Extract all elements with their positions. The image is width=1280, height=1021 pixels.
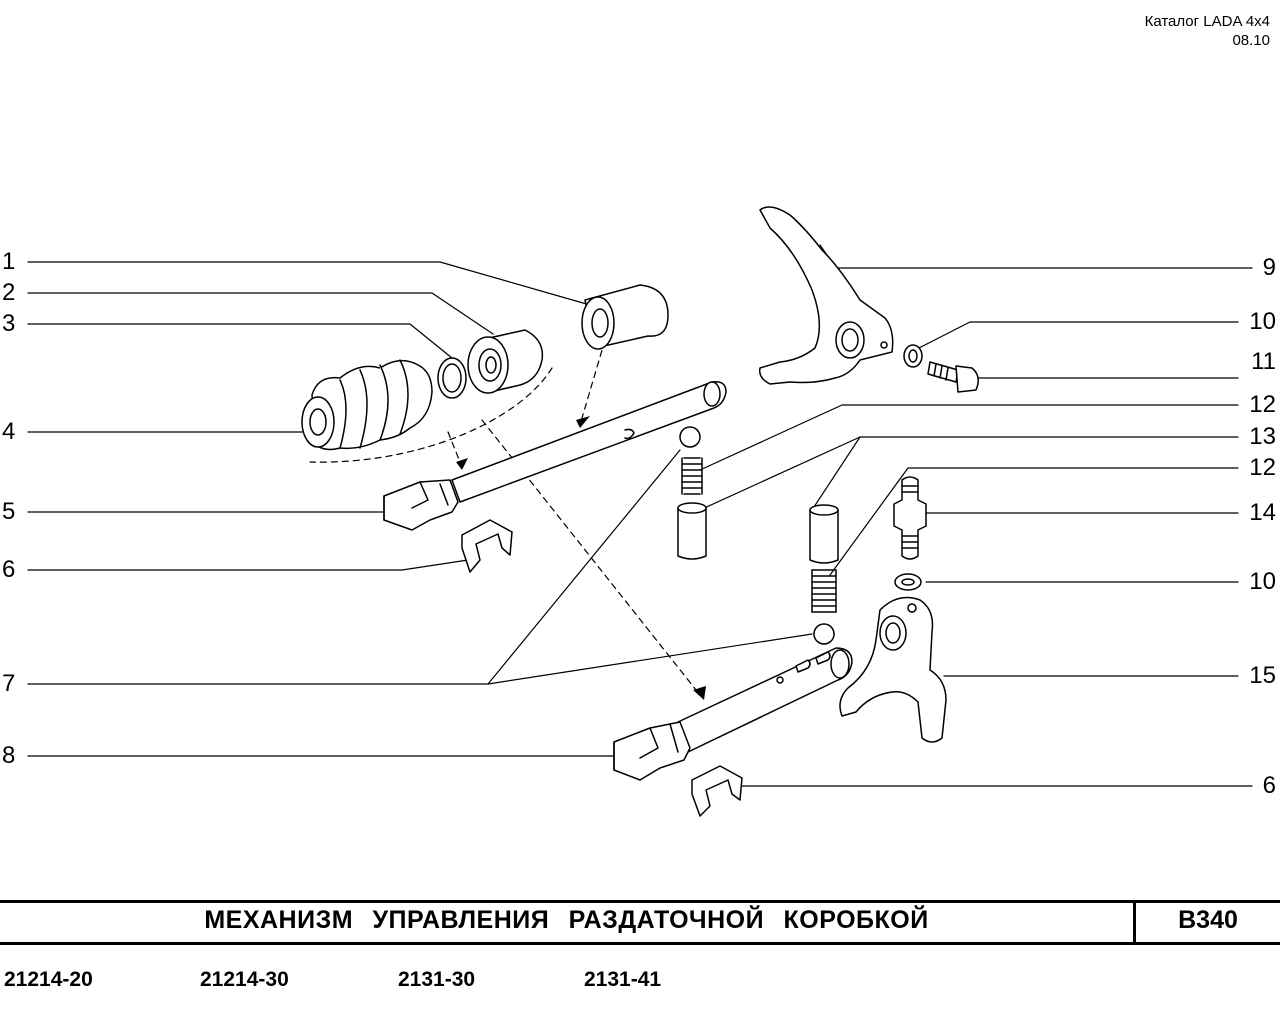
- leader-10a: [914, 321, 1239, 351]
- model-item: 21214-30: [200, 968, 289, 991]
- part-10-washer-upper: [903, 344, 923, 368]
- callout-15: 15: [1249, 662, 1276, 689]
- catalog-date: 08.10: [1232, 32, 1270, 49]
- part-12-ball-upper: [679, 426, 703, 495]
- part-11-bolt: [927, 361, 979, 393]
- part-12-spring-lower: [811, 569, 837, 645]
- callout-13: 13: [1249, 423, 1276, 450]
- part-14-stud: [893, 476, 927, 560]
- part-15-fork: [839, 596, 947, 743]
- part-5-rod: [383, 380, 727, 531]
- part-13-sleeve-upper: [677, 502, 707, 560]
- leader-1: [27, 261, 591, 306]
- callout-4: 4: [2, 418, 16, 445]
- part-4-boot: [301, 359, 433, 451]
- callout-6: 6: [2, 556, 16, 583]
- callout-10-lower: 10: [1249, 568, 1276, 595]
- part-13-sleeve-lower: [809, 504, 839, 564]
- exploded-parts-diagram: [27, 206, 1253, 817]
- callout-9: 9: [1262, 254, 1276, 281]
- callout-2: 2: [2, 279, 16, 306]
- leader-12a: [699, 404, 1239, 471]
- callout-11: 11: [1251, 348, 1276, 375]
- leader-13: [699, 436, 1239, 511]
- callout-12: 12: [1249, 391, 1276, 418]
- catalog-header: Каталог LADA 4x4 08.10: [1145, 12, 1270, 50]
- callout-14: 14: [1249, 499, 1276, 526]
- callout-7: 7: [2, 670, 16, 697]
- title-rule-bottom: [0, 942, 1280, 945]
- page-code: B340: [1178, 906, 1238, 934]
- part-2-seal: [467, 329, 544, 394]
- callout-8: 8: [2, 742, 16, 769]
- model-list: 21214-20 21214-30 2131-30 2131-41: [0, 968, 1280, 998]
- leader-lines-left: [27, 261, 813, 757]
- part-6-clip-lower: [691, 765, 743, 817]
- part-6-clip-upper: [461, 519, 513, 573]
- leader-12b: [829, 467, 1239, 576]
- part-3-ring: [437, 357, 467, 399]
- callout-10: 10: [1249, 308, 1276, 335]
- catalog-name: Каталог LADA 4x4: [1144, 13, 1270, 30]
- part-10-washer-lower: [894, 573, 922, 591]
- leader-7b: [487, 633, 813, 685]
- model-item: 2131-41: [584, 968, 662, 991]
- arrowheads: [456, 416, 706, 700]
- part-9-fork: [758, 206, 894, 385]
- leader-2: [27, 292, 494, 335]
- title-rule-top: [0, 900, 1280, 903]
- model-item: 21214-20: [4, 968, 93, 991]
- leader-9: [819, 244, 1253, 269]
- callout-6-right: 6: [1262, 772, 1276, 799]
- leader-6a: [27, 559, 469, 571]
- part-8-rod: [613, 647, 853, 781]
- leader-3: [27, 323, 453, 359]
- leader-7: [27, 449, 681, 685]
- callout-1: 1: [2, 248, 16, 275]
- title-divider: [1133, 900, 1136, 945]
- leader-13b: [811, 436, 861, 511]
- callout-3: 3: [2, 310, 16, 337]
- page-title: МЕХАНИЗМ УПРАВЛЕНИЯ РАЗДАТОЧНОЙ КОРОБКОЙ: [204, 906, 929, 934]
- callout-12-lower: 12: [1249, 454, 1276, 481]
- part-1-bushing: [581, 284, 669, 350]
- callout-5: 5: [2, 498, 16, 525]
- model-item: 2131-30: [398, 968, 476, 991]
